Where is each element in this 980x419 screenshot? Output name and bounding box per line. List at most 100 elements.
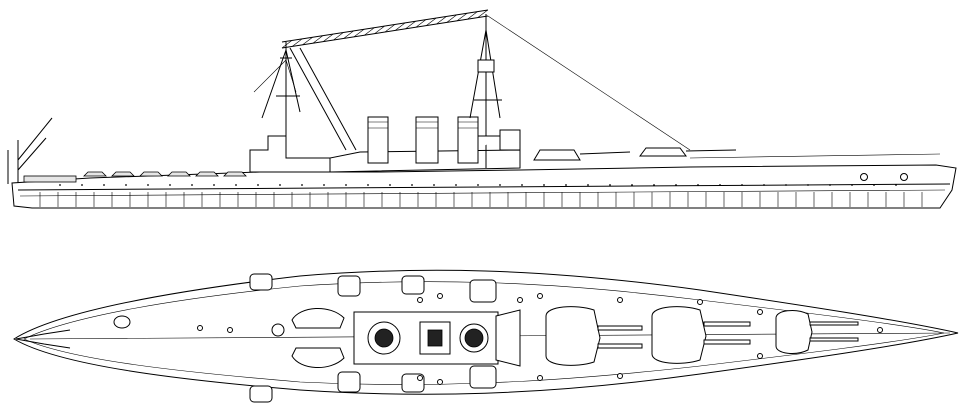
deck-fitting [537, 375, 543, 381]
plan-view [13, 269, 959, 403]
deck-fitting [437, 379, 443, 385]
porthole [455, 184, 457, 186]
deck-fitting [757, 309, 763, 315]
launch-stbd [291, 347, 345, 369]
deck-fitting [877, 327, 883, 333]
porthole [565, 184, 567, 186]
deck-fitting [697, 299, 703, 305]
aft-superstructure [249, 135, 331, 173]
bridge [477, 129, 521, 151]
porthole [81, 184, 83, 186]
bridge-plan [495, 309, 521, 367]
deck-fitting [517, 297, 523, 303]
turret-plan-c [775, 310, 859, 354]
porthole [411, 184, 413, 186]
lattice-strut [405, 20, 416, 30]
porthole [389, 184, 391, 186]
funnel-fore [457, 116, 479, 164]
deck-fitting [437, 293, 443, 299]
deck-fittings [197, 293, 883, 385]
side-profile-view [7, 9, 957, 209]
porthole [279, 184, 281, 186]
porthole [543, 184, 545, 186]
porthole [719, 184, 721, 186]
porthole [499, 184, 501, 186]
porthole [147, 184, 149, 186]
lattice-strut [364, 27, 375, 36]
turret-plan-a [545, 306, 643, 366]
deck-fitting [617, 297, 623, 303]
aft-mast [261, 42, 301, 158]
porthole [169, 184, 171, 186]
porthole [675, 184, 677, 186]
lattice-strut [426, 17, 437, 26]
boat [223, 171, 247, 177]
lattice-strut [477, 9, 488, 18]
anchor-hawse [860, 173, 868, 181]
lattice-strut [323, 33, 334, 42]
gun-barrels [579, 149, 737, 155]
porthole [697, 184, 699, 186]
forecastle-rail [689, 153, 941, 159]
porthole [235, 184, 237, 186]
aft-deck-marker [113, 315, 131, 329]
porthole [785, 184, 787, 186]
lattice-strut [292, 38, 303, 47]
porthole [829, 184, 831, 186]
lattice-strut [467, 11, 478, 20]
hull-plating-lines [39, 192, 923, 207]
porthole [213, 184, 215, 186]
funnel-top-aft-inner [374, 328, 394, 348]
porthole [807, 184, 809, 186]
porthole [257, 184, 259, 186]
derrick-lattice [281, 9, 488, 49]
turret-plan-b [651, 306, 751, 364]
turret-side-a [533, 149, 581, 161]
porthole [851, 184, 853, 186]
boat [111, 171, 135, 177]
boat [167, 171, 191, 177]
casemate-stbd-3 [469, 365, 497, 389]
funnel-bands [368, 121, 478, 129]
deck-fitting [537, 293, 543, 299]
porthole [763, 184, 765, 186]
funnel-aft [367, 116, 389, 164]
deck-fitting [617, 373, 623, 379]
lattice-strut [436, 16, 447, 25]
aft-mast-yard [253, 59, 297, 93]
lattice-strut [384, 24, 396, 33]
porthole [587, 184, 589, 186]
lattice-strut [312, 35, 324, 44]
porthole [345, 184, 347, 186]
stern-walk [23, 175, 77, 183]
porthole [367, 184, 369, 186]
deck-fitting [227, 327, 233, 333]
porthole [323, 184, 325, 186]
porthole [653, 184, 655, 186]
porthole [609, 184, 611, 186]
casemate-port-1 [337, 275, 361, 297]
lattice-strut [353, 28, 365, 38]
lattice-strut [343, 30, 354, 39]
porthole [477, 184, 479, 186]
deck-fitting [417, 375, 423, 381]
portholes [59, 184, 897, 186]
aft-searchlight [271, 323, 285, 337]
funnel-top-fore-inner [464, 328, 484, 348]
armor-belt-line [19, 189, 946, 197]
anchor-hawse [900, 173, 908, 181]
lattice-strut [415, 19, 427, 28]
porthole [59, 184, 61, 186]
spotting-top [477, 59, 495, 73]
funnel-middle [415, 116, 439, 164]
casemate-port-2 [401, 275, 425, 295]
casemate-port-3 [469, 279, 497, 303]
lattice-strut [281, 40, 293, 49]
casemate-stbd-1 [337, 371, 361, 393]
porthole [103, 184, 105, 186]
deck-fitting [417, 297, 423, 303]
lattice-strut [374, 25, 385, 34]
lattice-strut [302, 36, 313, 46]
launch-port [291, 307, 345, 329]
